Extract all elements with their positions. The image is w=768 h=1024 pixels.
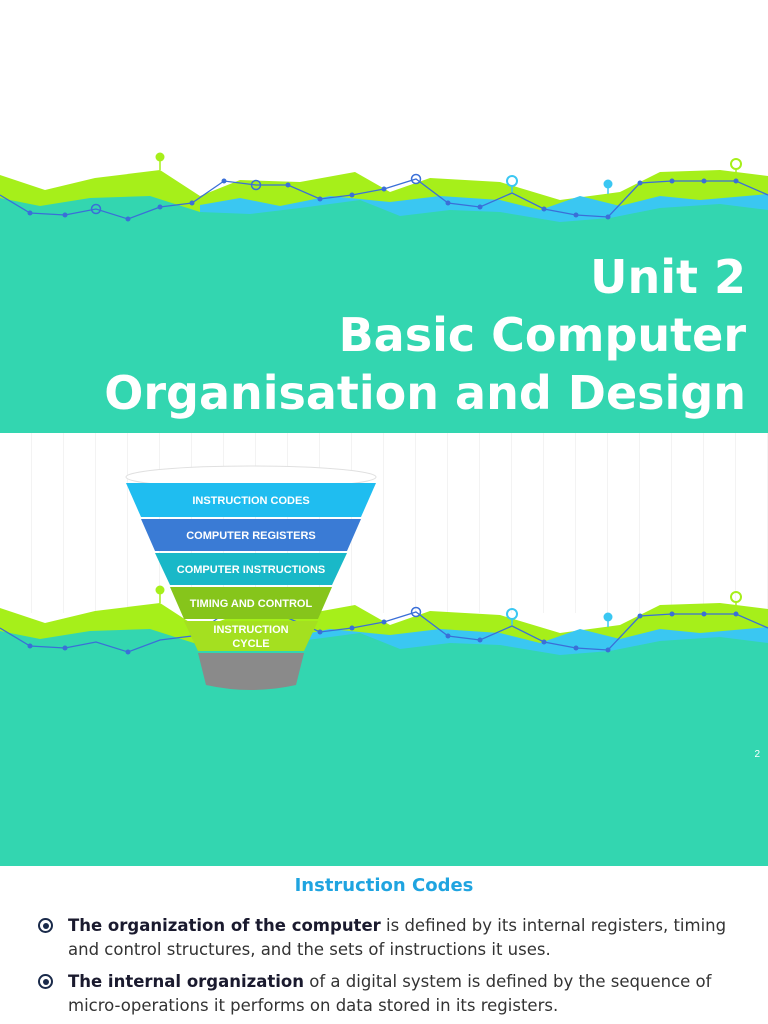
- bullet-item: The organization of the computer is defi…: [38, 914, 748, 962]
- bullet-item: The internal organization of a digital s…: [38, 970, 748, 1018]
- title-line-1: Unit 2: [590, 250, 746, 304]
- bullet-icon: [38, 974, 53, 989]
- ring-markers: [90, 173, 422, 215]
- funnel-label-4: TIMING AND CONTROL: [190, 598, 313, 610]
- wave-decoration: [0, 152, 768, 433]
- bullet-icon: [38, 918, 53, 933]
- grid-background: [0, 433, 768, 613]
- title-line-3: Organisation and Design: [104, 366, 746, 420]
- teal-band-2: [0, 629, 768, 866]
- teal-band: [0, 196, 768, 433]
- funnel-level-1: [126, 483, 376, 517]
- funnel-label-5a: INSTRUCTION: [213, 624, 288, 636]
- wave-decoration-2: [0, 585, 768, 866]
- funnel-label-2: COMPUTER REGISTERS: [186, 530, 316, 542]
- pin-markers: [155, 152, 742, 194]
- funnel-label-1: INSTRUCTION CODES: [192, 495, 309, 507]
- funnel-level-5: [184, 621, 318, 651]
- bullet-bold-text: The internal organization: [68, 972, 305, 991]
- funnel-label-3: COMPUTER INSTRUCTIONS: [177, 564, 326, 576]
- content-slide: Instruction Codes The organization of th…: [0, 866, 768, 1024]
- title-line-2: Basic Computer: [338, 308, 746, 362]
- funnel-level-4: [170, 587, 332, 619]
- funnel-label-5b: CYCLE: [232, 638, 269, 650]
- page-number: 2: [754, 749, 760, 760]
- title-slide: Unit 2 Basic Computer Organisation and D…: [0, 0, 768, 433]
- bullet-text: is defined by its internal registers, ti…: [68, 916, 727, 959]
- slide-title: Unit 2 Basic Computer Organisation and D…: [6, 248, 746, 422]
- funnel-level-2: [141, 519, 361, 551]
- line-chart-points: [27, 178, 739, 222]
- bullet-bold-text: The organization of the computer: [68, 916, 381, 935]
- section-title: Instruction Codes: [294, 875, 474, 896]
- funnel-base: [198, 653, 304, 690]
- funnel-slide: INSTRUCTION CODES COMPUTER REGISTERS COM…: [0, 433, 768, 866]
- bullet-list: The organization of the computer is defi…: [38, 914, 748, 1024]
- funnel-diagram: INSTRUCTION CODES COMPUTER REGISTERS COM…: [125, 465, 377, 690]
- funnel-level-3: [155, 553, 347, 585]
- bullet-text: of a digital system is defined by the se…: [68, 972, 712, 1015]
